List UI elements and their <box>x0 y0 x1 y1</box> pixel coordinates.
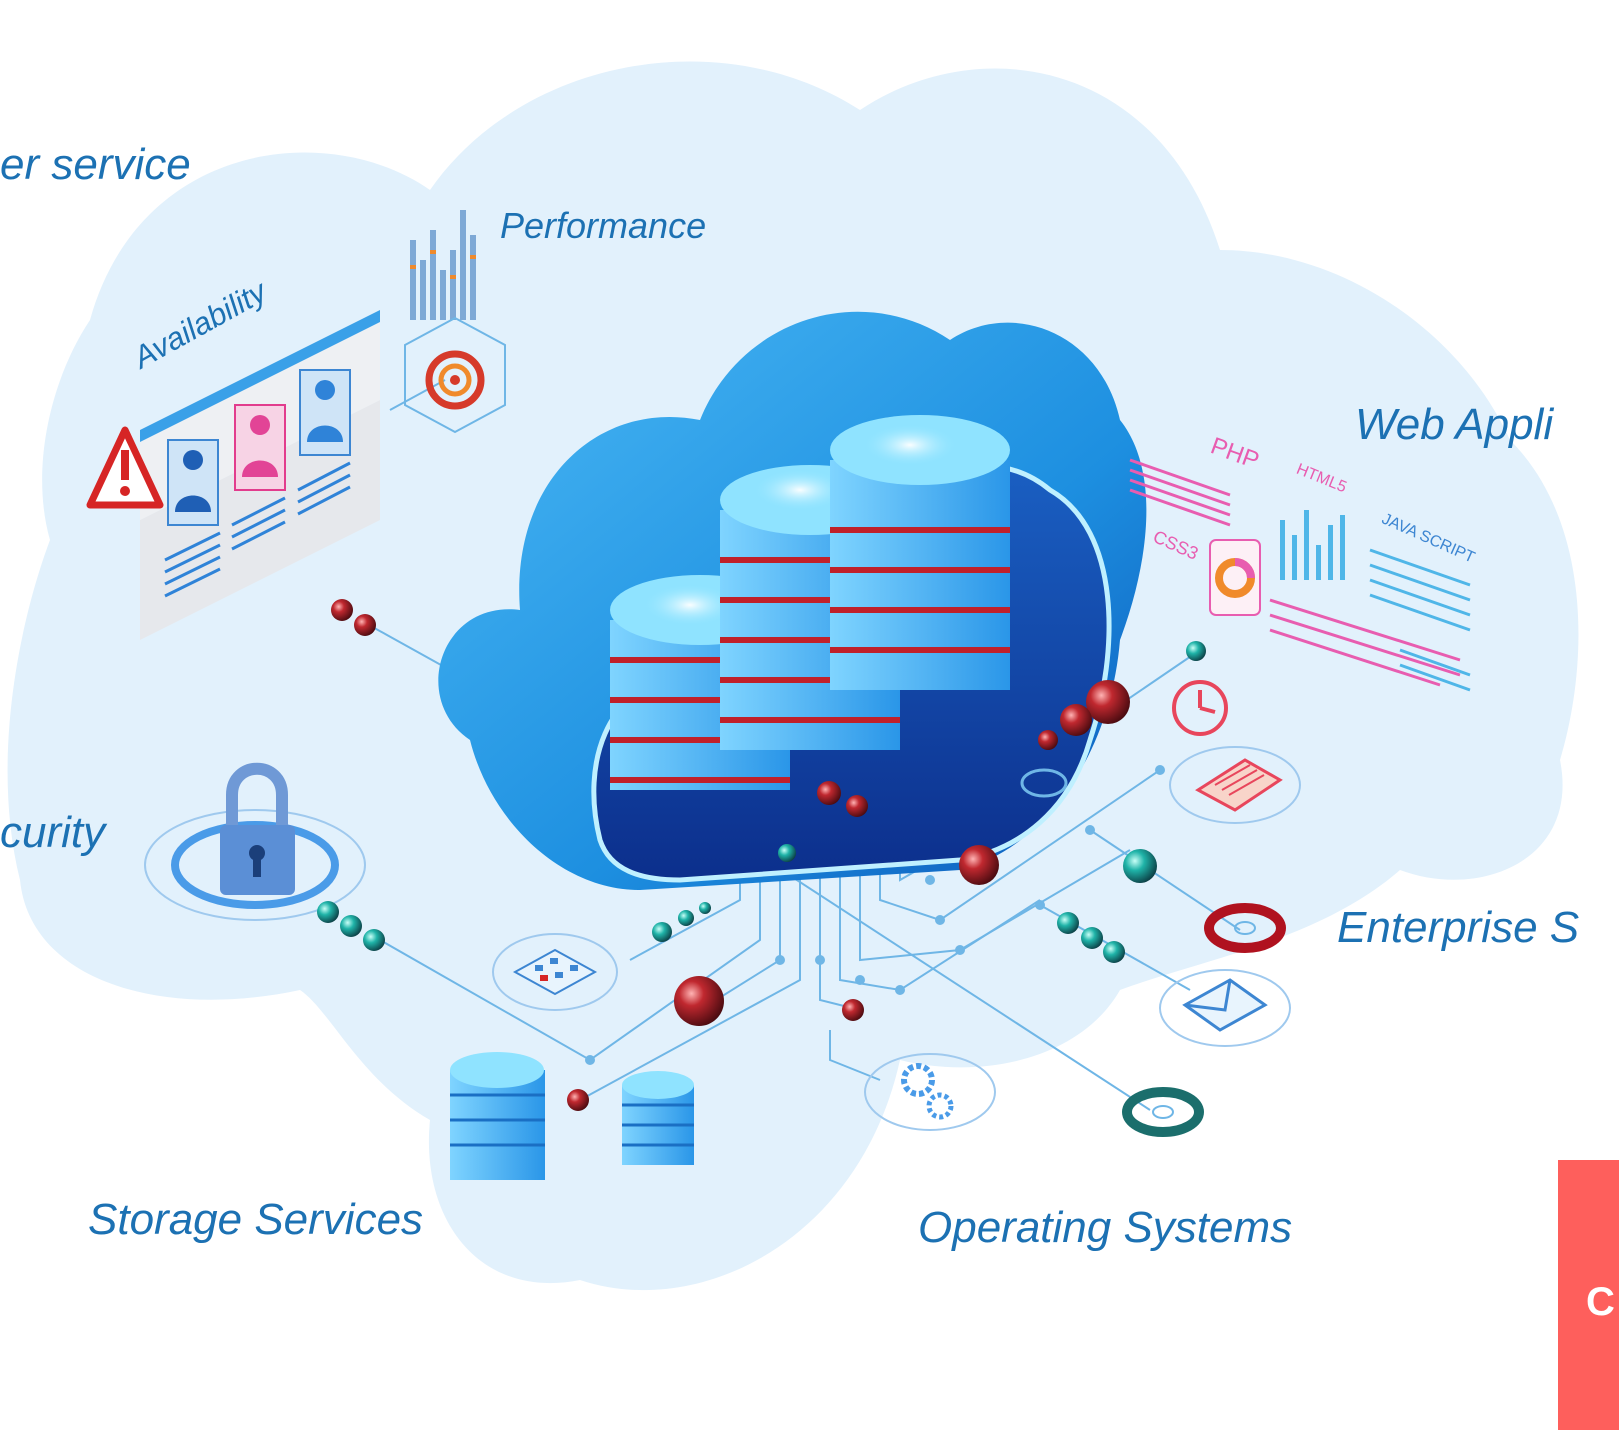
code-lines <box>1129 458 1471 692</box>
server-icon <box>450 1052 694 1180</box>
server-icon <box>610 415 1010 790</box>
document-icon <box>1169 746 1301 824</box>
ring-red <box>1204 903 1286 953</box>
warning-icon <box>86 426 164 509</box>
user-card <box>167 439 219 526</box>
html-bars <box>1280 510 1345 580</box>
clock-icon <box>1172 680 1228 736</box>
mail-icon <box>1159 969 1291 1047</box>
cta-button[interactable]: C <box>1558 1160 1619 1430</box>
calendar-icon <box>492 933 618 1011</box>
availability-panel <box>140 310 380 640</box>
gears-icon <box>864 1053 996 1131</box>
lock-icon <box>144 762 366 921</box>
label-storage-services: Storage Services <box>88 1195 424 1244</box>
user-card <box>234 404 286 491</box>
label-operating-systems: Operating Systems <box>918 1203 1293 1252</box>
label-customer-service: er service <box>0 140 191 189</box>
performance-bars <box>410 210 476 320</box>
node-spheres <box>317 599 1206 1111</box>
user-card <box>299 369 351 456</box>
label-web-applications: Web Appli <box>1355 400 1554 449</box>
label-security: curity <box>0 808 106 857</box>
ring-teal <box>1122 1087 1204 1137</box>
label-performance: Performance <box>500 205 707 246</box>
target-icon <box>404 316 506 434</box>
label-enterprise: Enterprise S <box>1337 903 1580 952</box>
css-donut <box>1209 539 1261 616</box>
cta-label: C <box>1586 1280 1615 1324</box>
